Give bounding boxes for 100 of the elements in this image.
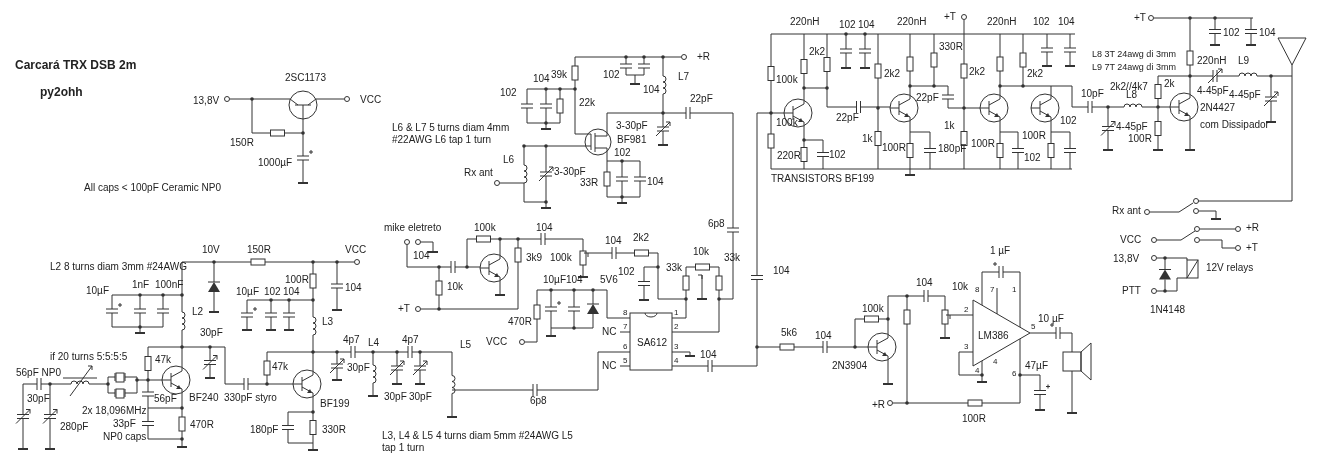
value-label: 104 xyxy=(647,176,664,188)
net-label: Rx ant xyxy=(1112,205,1141,217)
value-label: 104 xyxy=(1058,16,1075,28)
value-label: 330pF styro xyxy=(224,392,277,404)
net-label: NC xyxy=(602,360,617,372)
value-label: 102 xyxy=(829,149,846,161)
pin-number: 4 xyxy=(975,365,980,375)
pin-number: 5 xyxy=(623,355,628,365)
value-label: 330R xyxy=(939,41,963,53)
pin-number: 4 xyxy=(674,355,679,365)
net-label: +T xyxy=(944,11,956,23)
value-label: 47k xyxy=(272,361,289,373)
value-label: 220nH xyxy=(790,16,820,28)
value-label: 3k9 xyxy=(526,252,543,264)
pin-number: 3 xyxy=(964,341,969,351)
value-label: 102 xyxy=(839,19,856,31)
value-label: 330R xyxy=(322,424,346,436)
value-label: 100R xyxy=(1022,130,1046,142)
net-label: VCC xyxy=(345,244,367,256)
value-label: 33k xyxy=(666,262,683,274)
value-label: 104 xyxy=(1259,27,1276,39)
value-label: 4p7 xyxy=(402,334,419,346)
value-label: 100R xyxy=(1128,133,1152,145)
value-label: 3-30pF xyxy=(616,120,648,132)
pin-number: 8 xyxy=(623,307,628,317)
net-label: NC xyxy=(602,326,617,338)
value-label: NP0 caps xyxy=(103,431,147,443)
value-label: 4-45pF xyxy=(1229,89,1261,101)
value-label: 102 xyxy=(603,69,620,81)
value-label: 22pF xyxy=(836,112,859,124)
value-label: 2k2 xyxy=(633,232,650,244)
net-label: +R xyxy=(872,399,886,411)
value-label: 1k xyxy=(862,133,873,145)
value-label: 10µF xyxy=(543,274,566,286)
value-label: 22k xyxy=(579,97,596,109)
part-label: LM386 xyxy=(978,330,1009,342)
value-label: 102 xyxy=(618,266,635,278)
value-label: 33pF xyxy=(113,418,136,430)
pin-number: 5 xyxy=(1031,321,1036,331)
part-label: 2N3904 xyxy=(832,360,868,372)
part-label: BF981 xyxy=(617,134,647,146)
note-text: L3, L4 & L5 4 turns diam 5mm #24AWG L5 tap 1 turn xyxy=(382,430,574,454)
value-label: 3-30pF xyxy=(554,166,586,178)
value-label: 102 xyxy=(1024,152,1041,164)
note-text: if 20 turns 5:5:5:5 xyxy=(50,351,128,363)
value-label: 220nH xyxy=(1197,55,1227,67)
value-label: 104 xyxy=(605,235,622,247)
value-label: 102 xyxy=(1033,16,1050,28)
value-label: 2k2 xyxy=(884,68,901,80)
value-label: 56pF xyxy=(154,393,177,405)
value-label: 180pF xyxy=(250,424,279,436)
pin-number: 1 xyxy=(674,307,679,317)
value-label: 100k xyxy=(550,252,572,264)
value-label: 33k xyxy=(724,252,741,264)
value-label: 102 xyxy=(614,147,631,159)
value-label: 10k xyxy=(447,281,464,293)
value-label: 10µF xyxy=(236,286,259,298)
value-label: 30pF xyxy=(409,391,432,403)
value-label: 104 xyxy=(345,282,362,294)
note-text: L6 & L7 5 turns diam 4mm #22AWG L6 tap 1 turn xyxy=(392,122,511,146)
part-label: SA612 xyxy=(637,337,668,349)
value-label: 22pF xyxy=(916,92,939,104)
note-text: L8 3T 24awg di 3mm xyxy=(1092,48,1176,60)
value-label: 104 xyxy=(858,19,875,31)
pin-number: 4 xyxy=(993,356,998,366)
value-label: 1 µF xyxy=(990,245,1011,257)
value-label: 4p7 xyxy=(343,334,360,346)
net-label: +T xyxy=(398,303,410,315)
value-label: 2k xyxy=(1164,78,1175,90)
net-label: VCC xyxy=(1120,234,1142,246)
pin-number: 2 xyxy=(674,321,679,331)
value-label: 2x 18,096MHz xyxy=(82,405,147,417)
value-label: 104 xyxy=(643,84,660,96)
value-label: 2k2 xyxy=(809,46,826,58)
author-name: py2ohh xyxy=(40,85,83,99)
part-label: L5 xyxy=(460,339,472,351)
net-label: +T xyxy=(1134,12,1146,24)
note-text: L9 7T 24awg di 3mm xyxy=(1092,61,1176,73)
value-label: 104 xyxy=(916,277,933,289)
value-label: 104 xyxy=(815,330,832,342)
value-label: 30pF xyxy=(384,391,407,403)
value-label: 104 xyxy=(566,274,583,286)
value-label: 104 xyxy=(533,73,550,85)
value-label: 5V6 xyxy=(600,274,618,286)
value-label: 100R xyxy=(971,138,995,150)
value-label: 104 xyxy=(773,265,790,277)
value-label: 47µF xyxy=(1025,360,1048,372)
value-label: 180pF xyxy=(938,143,967,155)
pin-number: 7 xyxy=(623,321,628,331)
part-label: L4 xyxy=(368,337,380,349)
note-text: 12V relays xyxy=(1206,262,1254,274)
value-label: 100R xyxy=(962,413,986,425)
value-label: 4-45pF xyxy=(1197,85,1229,96)
value-label: 47k xyxy=(155,354,172,366)
net-label: PTT xyxy=(1122,285,1141,297)
part-label: L8 xyxy=(1126,89,1138,101)
value-label: 10k xyxy=(952,281,969,293)
value-label: 102 xyxy=(1060,115,1077,127)
value-label: 220nH xyxy=(897,16,927,28)
net-label: 13,8V xyxy=(1113,253,1140,265)
